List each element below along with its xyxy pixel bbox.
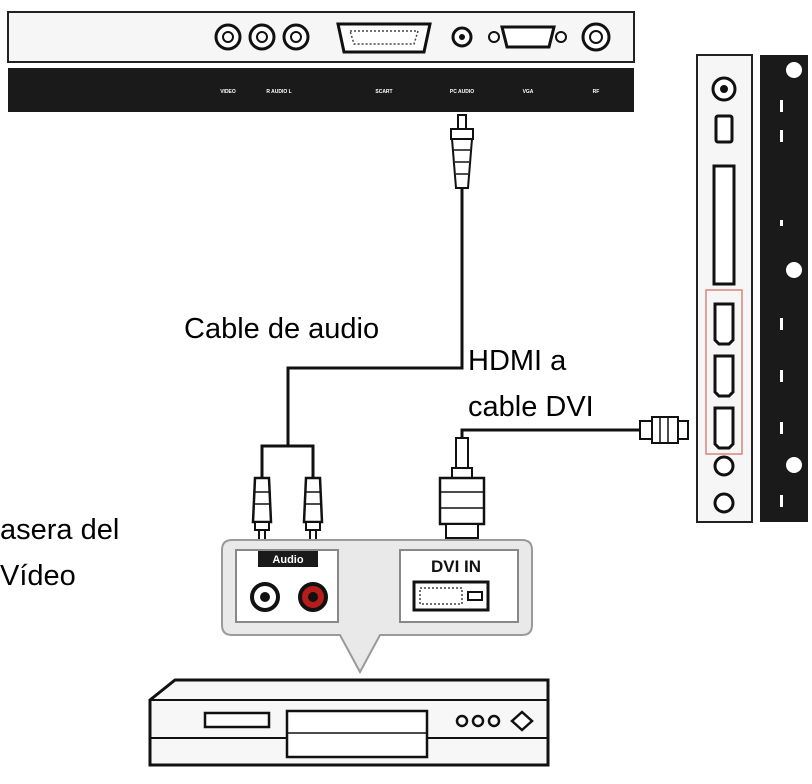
rca-plug-right — [302, 476, 324, 543]
vga-connector — [488, 25, 567, 49]
audio-cable-label: Cable de audio — [184, 313, 380, 345]
side-coax-jack — [711, 76, 737, 102]
port-label-rf: RF — [593, 89, 600, 95]
dvi-in-port — [412, 580, 490, 612]
device-panel-callout: Audio DVI IN — [221, 539, 533, 675]
audio-plug-top — [450, 114, 474, 189]
rf-connector — [581, 22, 611, 52]
device-button-2 — [471, 714, 485, 728]
port-label-audio: R AUDIO L — [266, 89, 291, 95]
card-slot — [712, 164, 736, 286]
device-label-line2: Vídeo — [0, 560, 76, 592]
tv-back-panel: VIDEO R AUDIO L SCART PC AUDIO VGA RF — [7, 11, 635, 112]
hdmi-cable-label-line2: cable DVI — [468, 391, 594, 423]
audio-tag-bg — [258, 551, 318, 567]
pc-audio-jack — [451, 26, 473, 48]
audio-left-jack — [282, 23, 310, 51]
video-device — [148, 678, 550, 767]
port-label-video: VIDEO — [220, 89, 236, 95]
dvi-plug — [438, 437, 486, 539]
port-label-vga: VGA — [523, 89, 534, 95]
usb-port — [714, 114, 734, 144]
audio-tag: Audio — [272, 554, 303, 566]
dvi-in-label: DVI IN — [431, 557, 481, 576]
tv-side-panel — [696, 54, 808, 523]
headphone-jack — [713, 455, 735, 477]
scart-connector — [336, 22, 432, 54]
hdmi-plug — [639, 416, 689, 444]
port-label-scart: SCART — [375, 89, 392, 95]
audio-out-left-jack — [250, 582, 280, 612]
cassette-door — [285, 709, 429, 759]
disc-slot — [203, 711, 271, 729]
hdmi-port-3 — [713, 406, 735, 450]
side-audio-jack — [713, 492, 735, 514]
device-dpad — [510, 710, 534, 732]
hdmi-dvi-cable — [438, 416, 689, 539]
device-button-3 — [487, 714, 501, 728]
audio-cable — [251, 114, 474, 543]
audio-right-jack — [248, 23, 276, 51]
side-label-strip — [760, 55, 808, 522]
port-label-pc-audio: PC AUDIO — [450, 89, 474, 95]
audio-out-right-jack — [298, 582, 328, 612]
device-button-1 — [455, 714, 469, 728]
hdmi-port-1 — [713, 302, 735, 346]
tv-label-strip — [8, 68, 634, 112]
hdmi-cable-label-line1: HDMI a — [468, 345, 567, 377]
rca-plug-left — [251, 476, 273, 543]
video-jack — [214, 23, 242, 51]
hdmi-port-2 — [713, 354, 735, 398]
hdmi-highlight-box — [705, 289, 743, 455]
device-label-line1: asera del — [0, 514, 120, 546]
